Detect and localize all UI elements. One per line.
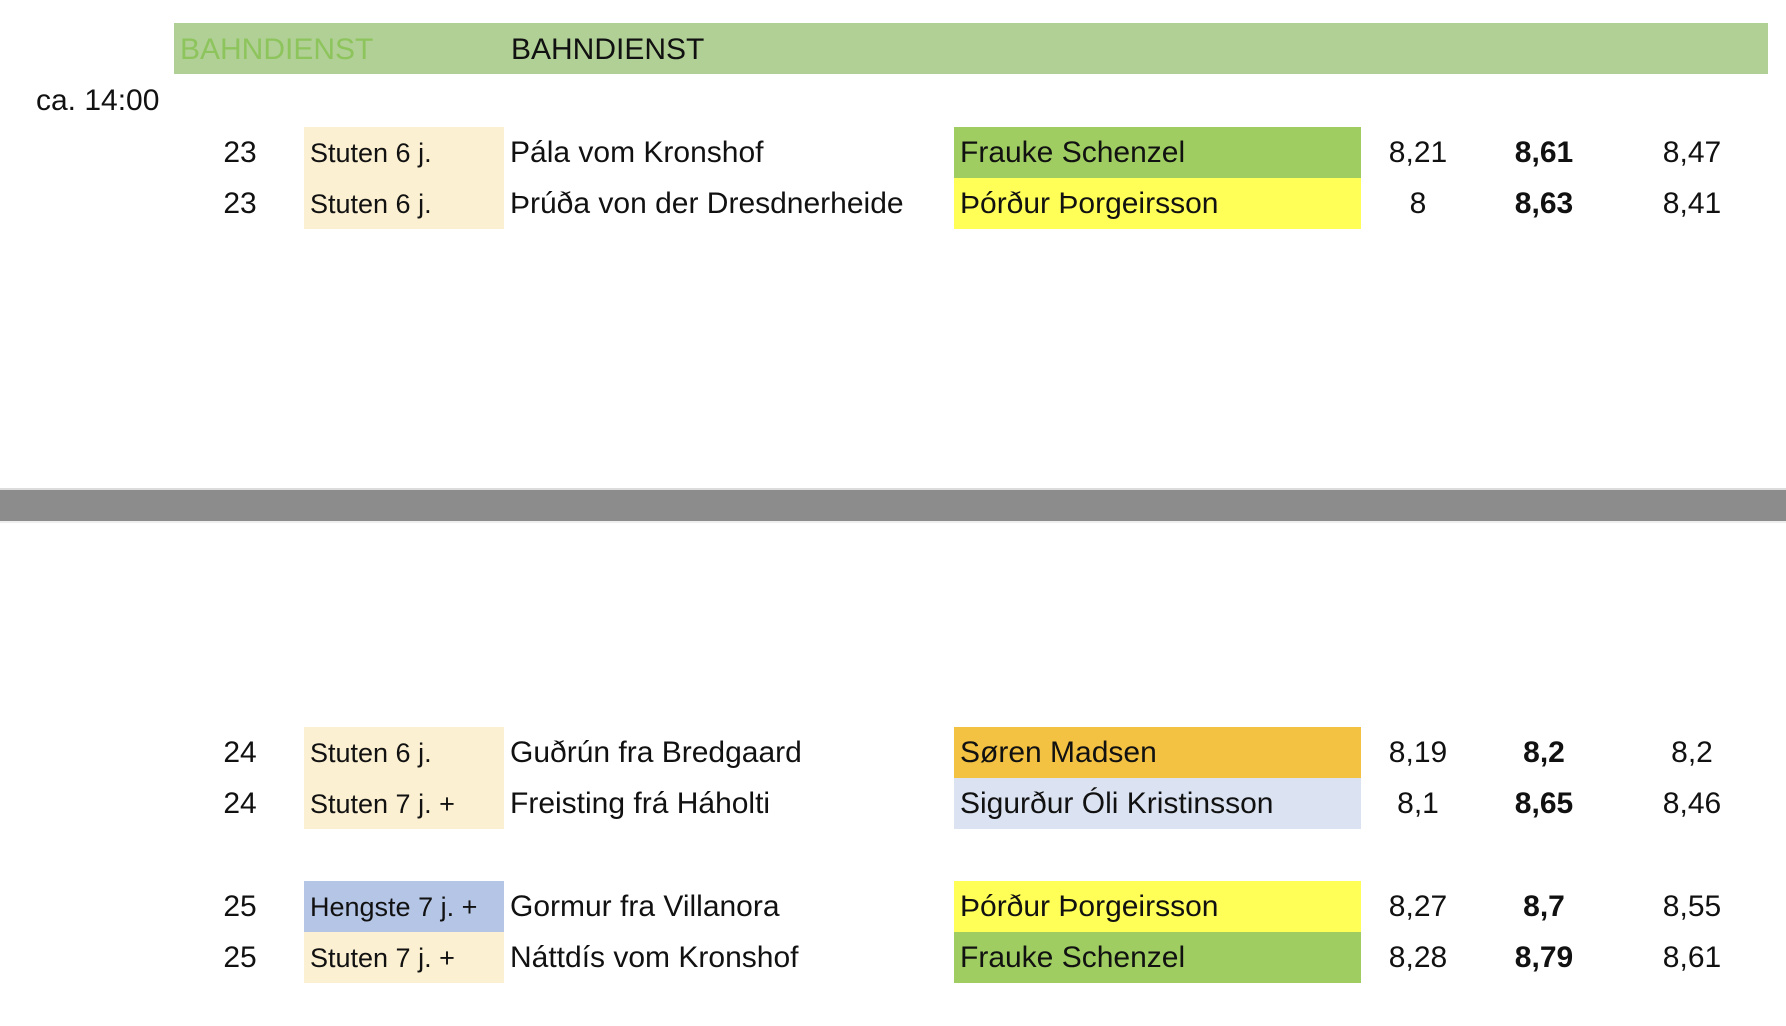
banner-ghost-label: BAHNDIENST	[180, 33, 374, 66]
start-number: 25	[223, 941, 257, 974]
score-1: 8,28	[1388, 941, 1448, 974]
score-3: 8,41	[1662, 187, 1722, 220]
table-row: 25 Stuten 7 j. + Náttdís vom Kronshof Fr…	[0, 932, 1786, 983]
score-2: 8,61	[1514, 136, 1574, 169]
section-divider	[0, 488, 1786, 523]
score-2: 8,79	[1514, 941, 1574, 974]
rider-cell: Þórður Þorgeirsson	[954, 178, 1361, 229]
rider-cell: Søren Madsen	[954, 727, 1361, 778]
class-cell: Hengste 7 j. +	[304, 881, 504, 932]
rider-cell: Frauke Schenzel	[954, 932, 1361, 983]
table-row: 24 Stuten 7 j. + Freisting frá Háholti S…	[0, 778, 1786, 829]
score-2: 8,65	[1514, 787, 1574, 820]
score-1: 8,21	[1388, 136, 1448, 169]
class-cell: Stuten 7 j. +	[304, 932, 504, 983]
horse-name: Þrúða von der Dresdnerheide	[510, 187, 904, 220]
rider-cell: Þórður Þorgeirsson	[954, 881, 1361, 932]
bahndienst-banner: BAHNDIENST BAHNDIENST	[174, 23, 1768, 74]
score-1: 8,27	[1388, 890, 1448, 923]
table-row: 23 Stuten 6 j. Pála vom Kronshof Frauke …	[0, 127, 1786, 178]
score-3: 8,61	[1662, 941, 1722, 974]
class-cell: Stuten 6 j.	[304, 178, 504, 229]
start-number: 23	[223, 187, 257, 220]
score-1: 8	[1409, 187, 1427, 220]
score-2: 8,2	[1523, 736, 1565, 769]
horse-name: Pála vom Kronshof	[510, 136, 764, 169]
class-cell: Stuten 6 j.	[304, 727, 504, 778]
score-3: 8,46	[1662, 787, 1722, 820]
table-row: 25 Hengste 7 j. + Gormur fra Villanora Þ…	[0, 881, 1786, 932]
score-1: 8,19	[1388, 736, 1448, 769]
score-3: 8,2	[1671, 736, 1713, 769]
rider-cell: Sigurður Óli Kristinsson	[954, 778, 1361, 829]
score-2: 8,63	[1514, 187, 1574, 220]
horse-name: Guðrún fra Bredgaard	[510, 736, 802, 769]
table-row: 23 Stuten 6 j. Þrúða von der Dresdnerhei…	[0, 178, 1786, 229]
horse-name: Freisting frá Háholti	[510, 787, 771, 820]
class-cell: Stuten 7 j. +	[304, 778, 504, 829]
horse-name: Gormur fra Villanora	[510, 890, 780, 923]
rider-cell: Frauke Schenzel	[954, 127, 1361, 178]
start-number: 24	[223, 787, 257, 820]
score-2: 8,7	[1523, 890, 1565, 923]
score-3: 8,55	[1662, 890, 1722, 923]
start-number: 23	[223, 136, 257, 169]
table-row: 24 Stuten 6 j. Guðrún fra Bredgaard Søre…	[0, 727, 1786, 778]
horse-name: Náttdís vom Kronshof	[510, 941, 799, 974]
class-cell: Stuten 6 j.	[304, 127, 504, 178]
banner-title: BAHNDIENST	[511, 33, 705, 66]
time-label: ca. 14:00	[36, 84, 160, 117]
score-1: 8,1	[1397, 787, 1439, 820]
start-number: 24	[223, 736, 257, 769]
start-number: 25	[223, 890, 257, 923]
score-3: 8,47	[1662, 136, 1722, 169]
